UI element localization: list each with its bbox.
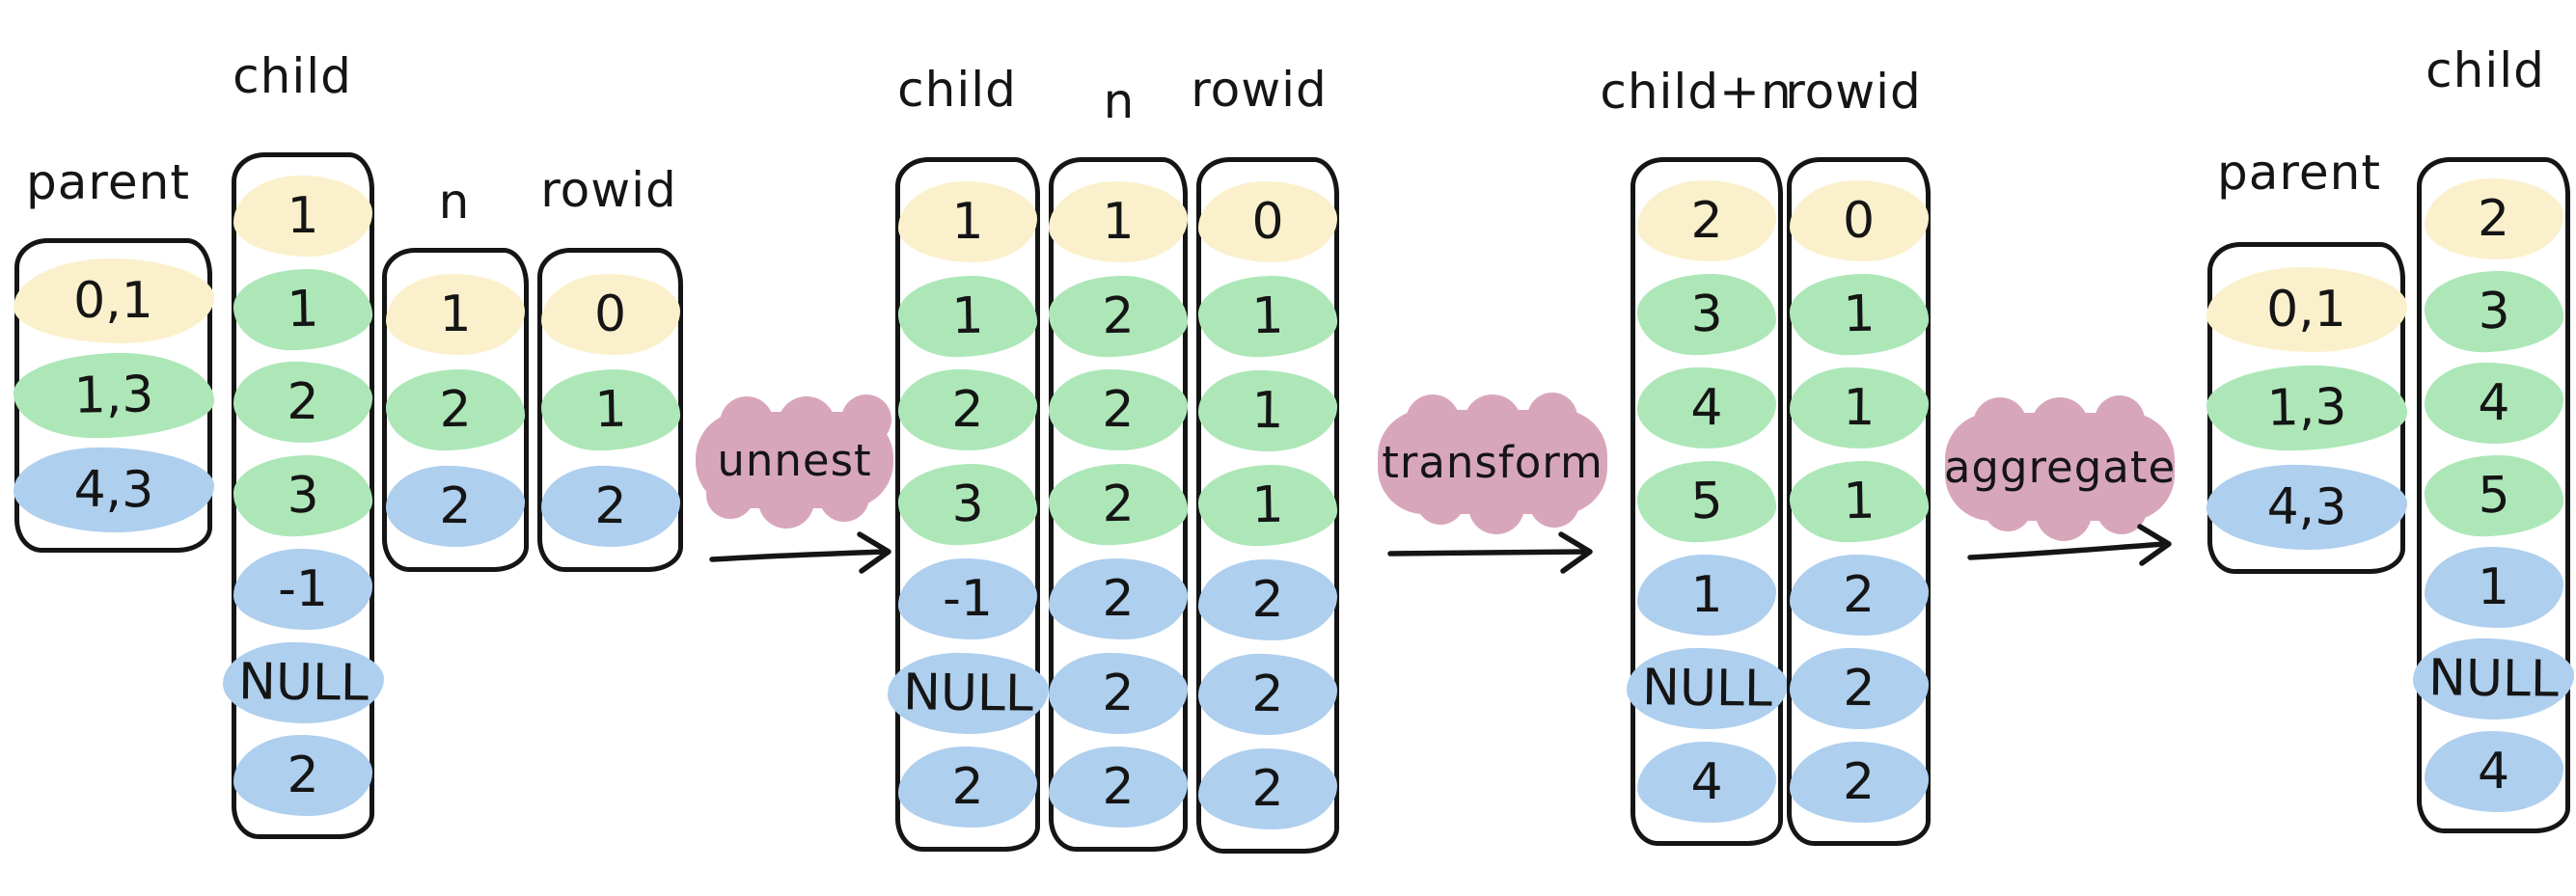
stage4-parent-box: 0,1 1,3 4,3 [2205, 242, 2408, 574]
cell: 1,3 [12, 351, 215, 440]
cell: NULL [887, 651, 1049, 735]
cell: 1 [386, 273, 525, 355]
cell: 4,3 [2206, 463, 2407, 551]
stage1-n-box: 1 2 2 [382, 248, 529, 572]
stage1-rowid-label: rowid [540, 162, 677, 218]
cell: NULL [1626, 647, 1788, 730]
cell: 2 [897, 368, 1038, 452]
cell: 5 [1636, 459, 1777, 544]
cell: 1 [1049, 180, 1188, 262]
cell: 2 [1789, 647, 1929, 730]
stage4-parent-label: parent [2217, 145, 2381, 201]
cell: 2 [1049, 557, 1188, 639]
stage1-parent-label: parent [26, 154, 190, 210]
cell: 1 [1197, 463, 1338, 548]
cell: 5 [2423, 453, 2564, 537]
cell: 1 [898, 180, 1037, 262]
operation-unnest-cloud: unnest [696, 396, 893, 522]
cell: 2 [1789, 555, 1929, 636]
stage3-child-n-label: child+n [1600, 64, 1793, 120]
cell: 2 [898, 747, 1037, 828]
cell: 2 [233, 735, 372, 817]
operation-transform-cloud: transform [1378, 394, 1607, 528]
cell: 2 [1198, 748, 1337, 829]
cell: 1 [1197, 369, 1338, 452]
stage2-n-label: n [1103, 73, 1136, 129]
cell: 2 [540, 464, 680, 548]
stage2-child-box: 1 1 2 3 -1 NULL 2 [887, 157, 1049, 852]
cell: 1 [539, 367, 681, 452]
stage2-rowid-label: rowid [1191, 62, 1328, 118]
cell: 3 [2423, 269, 2564, 354]
stage1-parent-box: 0,1 1,3 4,3 [12, 238, 215, 553]
cell: 4 [1636, 367, 1777, 449]
cell: 0 [1789, 180, 1929, 261]
operation-unnest-label: unnest [717, 434, 872, 486]
cell: 1 [233, 175, 372, 257]
cell: 3 [233, 453, 373, 538]
cell: 2 [1049, 747, 1188, 828]
cell: 0 [540, 273, 680, 355]
cell: 3 [897, 462, 1038, 547]
operation-aggregate-label: aggregate [1943, 441, 2177, 493]
cell: 2 [1198, 559, 1337, 640]
cell: 4 [2424, 730, 2563, 812]
cell: 2 [1048, 462, 1189, 547]
cell: 2 [233, 361, 373, 445]
stage3-rowid-box: 0 1 1 1 2 2 2 [1787, 157, 1931, 846]
operation-aggregate-cloud: aggregate [1943, 397, 2177, 534]
cell: -1 [898, 557, 1037, 639]
cell: 1 [2424, 546, 2563, 628]
operation-transform-label: transform [1382, 436, 1603, 488]
cell: 2 [2424, 178, 2563, 260]
cell: 0 [1198, 181, 1337, 262]
cell: 3 [1636, 272, 1777, 357]
cell: 4 [1637, 742, 1776, 823]
cell: 1 [1788, 459, 1930, 544]
cell: 1 [897, 274, 1038, 358]
cell: 2 [1197, 653, 1338, 736]
stage2-rowid-box: 0 1 1 1 2 2 2 [1196, 157, 1339, 854]
stage1-rowid-box: 0 1 2 [537, 248, 683, 572]
cell: 1 [1789, 367, 1929, 449]
cell: 1 [1637, 555, 1776, 636]
cell: -1 [233, 548, 372, 630]
stage4-child-box: 2 3 4 5 1 NULL 4 [2412, 157, 2575, 833]
cell: NULL [222, 640, 384, 724]
cell: 2 [385, 367, 526, 452]
stage1-child-box: 1 1 2 3 -1 NULL 2 [222, 152, 384, 839]
stage2-n-box: 1 2 2 2 2 2 2 [1048, 157, 1189, 852]
cell: 2 [1048, 368, 1189, 452]
stage3-child-n-box: 2 3 4 5 1 NULL 4 [1626, 157, 1788, 846]
transform-arrow [1387, 531, 1593, 574]
cell: 2 [1048, 651, 1189, 735]
cell: 2 [1789, 742, 1929, 823]
cell: 1,3 [2205, 364, 2408, 452]
stage3-rowid-label: rowid [1785, 64, 1922, 120]
stage2-child-label: child [897, 62, 1017, 118]
cell: 1 [1788, 272, 1930, 357]
cell: 2 [1637, 180, 1776, 261]
unnest-arrow [709, 531, 891, 574]
cell: 2 [1048, 274, 1189, 358]
stage1-n-label: n [438, 174, 471, 230]
cell: 1 [233, 267, 373, 351]
aggregate-arrow [1967, 524, 2172, 566]
cell: 4,3 [13, 446, 214, 534]
cell: 4 [2424, 362, 2563, 445]
cell: 1 [1197, 274, 1338, 359]
cell: NULL [2412, 638, 2575, 721]
cell: 0,1 [2206, 266, 2407, 352]
cell: 0,1 [13, 258, 214, 343]
stage1-child-label: child [233, 48, 352, 104]
cell: 2 [385, 464, 526, 548]
stage4-child-label: child [2425, 42, 2545, 98]
